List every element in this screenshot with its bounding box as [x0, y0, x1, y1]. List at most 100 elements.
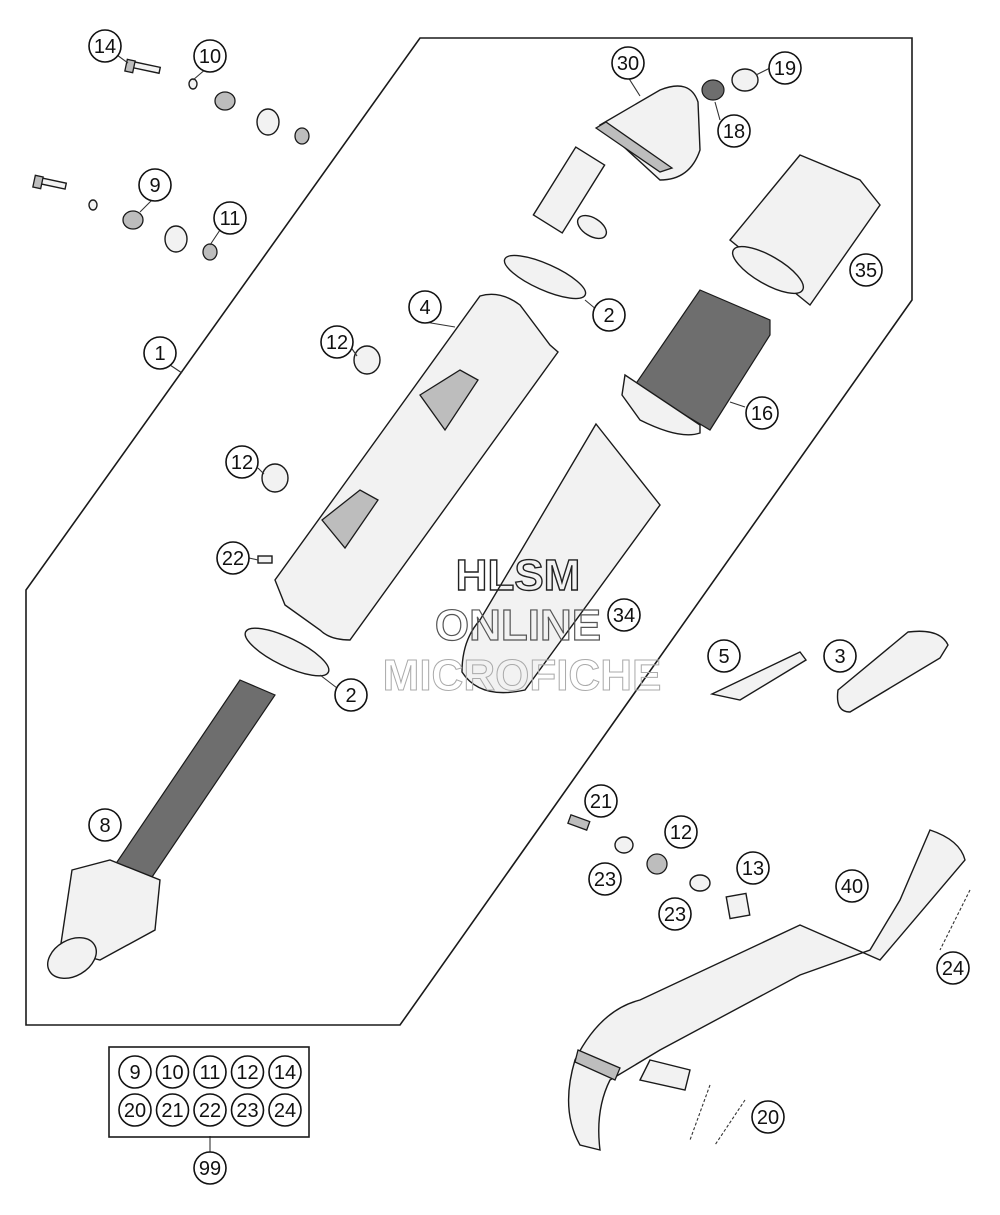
callout-label: 35: [855, 260, 877, 282]
callout-label: 4: [419, 297, 430, 319]
kit-callout-circle: [268, 1093, 302, 1127]
spring-20a: [689, 1084, 711, 1141]
callout-circle: [835, 869, 869, 903]
kit-callout: 11: [193, 1055, 227, 1089]
callout-c19: 19: [768, 51, 802, 85]
heat-guard-3: [836, 630, 949, 713]
callout-circle: [736, 851, 770, 885]
callout-c14a: 14: [88, 29, 122, 63]
callout-circle: [334, 678, 368, 712]
callout-c10a: 10: [193, 39, 227, 73]
callout-circle: [768, 51, 802, 85]
kit-callout-circle: [155, 1093, 190, 1127]
callout-c4: 4: [408, 290, 442, 324]
callout-c2a: 2: [592, 298, 626, 332]
kit-callout-label: 21: [161, 1100, 183, 1122]
callout-circle: [751, 1100, 785, 1134]
kit-callout: 22: [193, 1093, 227, 1127]
callout-circle: [588, 862, 622, 896]
header-pipe-40: [567, 829, 966, 1151]
callout-label: 19: [774, 58, 796, 80]
screw-22: [257, 555, 273, 564]
kit-callout-label: 20: [124, 1100, 146, 1122]
watermark-line1: HLSM: [456, 551, 581, 600]
callout-circle: [658, 897, 692, 931]
callout-c3: 3: [823, 639, 857, 673]
callout-label: 23: [664, 904, 686, 926]
callout-label: 1: [154, 343, 165, 365]
callout-circle: [88, 29, 122, 63]
callout-circle: [408, 290, 442, 324]
hardware-row-upper: [124, 58, 310, 145]
callout-c21a: 21: [584, 784, 618, 818]
kit-callout-circle: [230, 1093, 265, 1127]
callout-label: 12: [231, 452, 253, 474]
callout-c12a: 12: [320, 325, 354, 359]
kit-callout-circle: [268, 1055, 302, 1089]
callout-circle: [936, 951, 970, 985]
callout-label: 16: [751, 403, 773, 425]
callout-label: 2: [345, 685, 356, 707]
callout-label: 12: [670, 822, 692, 844]
kit-callout-label: 23: [236, 1100, 258, 1122]
mount-hardware: [567, 813, 751, 920]
kit-callout: 10: [155, 1055, 190, 1089]
callout-c20a: 20: [751, 1100, 785, 1134]
callout-c5: 5: [707, 639, 741, 673]
kit-callout-label: 14: [274, 1062, 296, 1084]
kit-box: [108, 1046, 310, 1138]
kit-callout: 14: [268, 1055, 302, 1089]
kit-callout-label: 11: [200, 1062, 221, 1084]
callout-circle: [823, 639, 857, 673]
kit-callout-label: 24: [274, 1100, 296, 1122]
grommet-upper: [353, 345, 381, 375]
callout-c8: 8: [88, 808, 122, 842]
callout-circle: [592, 298, 626, 332]
callout-c40: 40: [835, 869, 869, 903]
callout-c23a: 23: [588, 862, 622, 896]
kit-callout-label: 9: [129, 1062, 140, 1084]
callout-c22a: 22: [216, 541, 250, 575]
callout-circle: [213, 201, 247, 235]
callout-circle: [707, 639, 741, 673]
spring-20b: [714, 1099, 746, 1146]
kit-callout: 20: [118, 1093, 152, 1127]
end-cap-assembly: [532, 68, 759, 240]
kit-callout-label: 12: [236, 1062, 258, 1084]
kit-callout-circle: [118, 1093, 152, 1127]
callout-label: 20: [757, 1107, 779, 1129]
callout-label: 12: [326, 332, 348, 354]
kit-callout: 12: [230, 1055, 265, 1089]
callout-label: 10: [199, 46, 221, 68]
callout-circle: [320, 325, 354, 359]
callout-label: 99: [199, 1158, 221, 1180]
callout-circle: [216, 541, 250, 575]
kit-callout-circle: [193, 1093, 227, 1127]
callout-c11a: 11: [213, 201, 247, 235]
callout-label: 9: [149, 175, 160, 197]
kit-callout-circle: [193, 1055, 227, 1089]
heat-guard-5: [709, 651, 808, 701]
callout-label: 22: [222, 548, 244, 570]
callout-circle: [849, 253, 883, 287]
watermark-line3: MICROFICHE: [383, 651, 662, 700]
callout-circle: [138, 168, 172, 202]
callout-c23b: 23: [658, 897, 692, 931]
outer-sleeve-35: [729, 154, 881, 307]
callout-circle: [611, 46, 645, 80]
callout-label: 21: [590, 791, 612, 813]
callout-c12b: 12: [225, 445, 259, 479]
callout-c34: 34: [607, 598, 641, 632]
kit-callout-label: 10: [161, 1062, 183, 1084]
callout-label: 34: [613, 605, 635, 627]
callout-circle: [193, 39, 227, 73]
kit-callout-label: 22: [199, 1100, 221, 1122]
silencer-assembly-outline: [25, 37, 913, 1026]
grommet-lower: [261, 463, 289, 493]
callout-c24a: 24: [936, 951, 970, 985]
callout-c30: 30: [611, 46, 645, 80]
callout-circle: [193, 1151, 227, 1185]
callout-label: 8: [99, 815, 110, 837]
callout-label: 24: [942, 958, 964, 980]
